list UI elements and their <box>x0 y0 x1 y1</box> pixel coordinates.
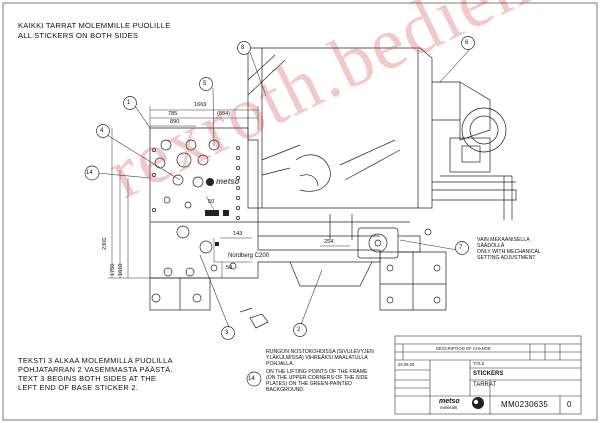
adjust-note-en-2: SETTING ADJUSTMENT <box>477 255 536 261</box>
callout-label-2: 2 <box>297 327 301 333</box>
drawing-number: MM0230635 <box>501 400 549 409</box>
callout-label-8: 8 <box>241 45 245 51</box>
dim-1750: 1750 <box>110 263 116 276</box>
title-block-title-fi: TARRAT <box>473 382 497 388</box>
callout-label-1: 1 <box>127 100 131 106</box>
lift-note-line3: POHJALLA. <box>266 361 294 367</box>
dim-1669: 1669 <box>194 102 207 108</box>
title-block-brand: metso <box>439 398 460 405</box>
adjust-note-fi-1: VAIN MEKAANISELLA <box>477 237 530 243</box>
title-block-title-label: TITLE <box>473 361 485 366</box>
dim-143: 143 <box>233 231 243 237</box>
dim-50-lower: 50 <box>226 265 233 271</box>
dim-890: 890 <box>170 119 180 125</box>
lift-note-line6: PLATES) ON THE GREEN-PAINTED <box>266 381 352 387</box>
lift-note-line2: YLÄKULMISSA) VIHREÄKSI MAALATULLA <box>266 355 368 361</box>
callout-circle-14a <box>84 165 100 181</box>
callout-circle-7 <box>455 241 469 255</box>
adjust-note-fi-2: SÄÄDÖLLÄ <box>477 243 505 249</box>
header-english: ALL STICKERS ON BOTH SIDES <box>18 31 139 40</box>
lift-note-line4: ON THE LIFTING POINTS OF THE FRAME <box>266 369 368 375</box>
callout-circle-6 <box>461 36 475 50</box>
callout-label-4: 4 <box>100 128 104 134</box>
callout-label-14b: 14 <box>248 376 255 382</box>
nordberg-label: Nordberg C200 <box>228 253 270 259</box>
callout-circle-2 <box>293 323 307 337</box>
title-block-brand-sub: minerals <box>440 405 458 410</box>
text3-note-line1: TEKSTI 3 ALKAA MOLEMMILLA PUOLILLA <box>18 356 173 365</box>
dim-884: (884) <box>217 111 231 117</box>
callout-circle-1 <box>123 96 137 110</box>
metso-body-logo: metso <box>216 177 240 186</box>
lift-note-line1: RUNGON NOSTOKOHDISSA (SIVULEVYJEN <box>266 349 374 355</box>
text3-note-line4: LEFT END OF BASE STICKER 2. <box>18 383 139 392</box>
callout-label-14a: 14 <box>86 170 93 176</box>
metso-logo-mark <box>472 397 484 409</box>
dim-254: 254 <box>324 239 334 245</box>
title-block-rev-header: DESCRIPTION OF CHANGE <box>436 346 491 351</box>
dim-50-upper: 50 <box>208 199 215 205</box>
callout-circle-5 <box>199 77 213 91</box>
text3-note-line2: POHJATARRAN 2 VASEMMASTA PÄÄSTÄ. <box>18 365 173 374</box>
drawing-revision: 0 <box>567 400 572 409</box>
text3-note-line3: TEXT 3 BEGINS BOTH SIDES AT THE <box>18 374 157 383</box>
dim-785: 785 <box>168 111 178 117</box>
callout-label-6: 6 <box>465 40 469 46</box>
dim-1610: 1610 <box>118 263 124 276</box>
title-block-title-en: STICKERS <box>473 371 504 377</box>
lift-note-line7: BACKGROUND. <box>266 387 305 393</box>
callout-label-7: 7 <box>459 245 463 251</box>
callout-circle-8 <box>237 41 251 55</box>
callout-label-3: 3 <box>225 330 229 336</box>
title-block-date: 28.06.06 <box>398 362 415 367</box>
callout-circle-3 <box>221 326 235 340</box>
lift-note-line5: (ON THE UPPER CORNERS OF THE SIDE <box>266 375 368 381</box>
dim-2300: 2300 <box>102 237 108 250</box>
callout-circle-14b <box>246 371 262 387</box>
callout-circle-4 <box>96 124 110 138</box>
adjust-note-en-1: ONLY WITH MECHANICAL <box>477 249 541 255</box>
header-finnish: KAIKKI TARRAT MOLEMMILLE PUOLILLE <box>18 21 171 30</box>
callout-label-5: 5 <box>203 81 207 87</box>
